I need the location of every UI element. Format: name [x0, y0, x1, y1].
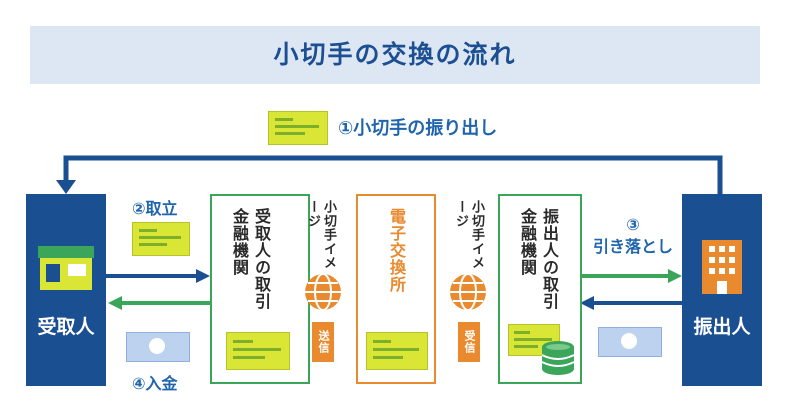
check-icon	[366, 332, 428, 370]
globe-icon	[450, 273, 486, 311]
page-title: 小切手の交換の流れ	[273, 40, 517, 69]
debit-arrowhead	[668, 269, 682, 283]
drawer-panel: 振出人	[682, 194, 762, 386]
check-icon	[132, 222, 190, 256]
title-banner: 小切手の交換の流れ	[30, 26, 760, 84]
payee-bank-label: 受取人の取引金融機関	[230, 208, 271, 310]
step-debit-label: ③ 引き落とし	[592, 215, 673, 256]
receive-badge: 受信	[458, 322, 480, 362]
step-deposit-label: ④入金	[132, 374, 178, 393]
drawer-label: 振出人	[693, 316, 751, 338]
send-badge: 送信	[312, 322, 334, 362]
deposit-arrowhead	[108, 296, 122, 310]
step-issue-label: ①小切手の振り出し	[338, 118, 498, 139]
building-icon	[702, 240, 742, 294]
clearing-house-box: 電子交換所	[356, 194, 436, 384]
drawer-bank-label: 振出人の取引金融機関	[518, 208, 559, 310]
payee-panel: 受取人	[26, 194, 106, 386]
drawer-bank-box: 振出人の取引金融機関	[498, 194, 582, 384]
check-icon	[268, 111, 328, 145]
drawer-pay-arrowhead	[580, 296, 594, 310]
payee-bank-box: 受取人の取引金融機関	[210, 194, 310, 384]
cash-icon	[598, 327, 662, 357]
collect-arrowhead	[196, 269, 210, 283]
cash-icon	[126, 332, 190, 362]
database-icon	[541, 341, 575, 375]
image-label-right: 小切手イメージ	[453, 200, 484, 270]
store-icon	[38, 246, 94, 290]
issue-arrow	[63, 155, 723, 194]
image-label-left: 小切手イメージ	[305, 200, 336, 270]
check-icon	[226, 332, 290, 370]
payee-label: 受取人	[37, 316, 95, 338]
clearing-house-label: 電子交換所	[387, 208, 406, 293]
issue-arrowhead	[56, 180, 76, 194]
globe-icon	[305, 273, 341, 311]
step-collect-label: ②取立	[132, 199, 178, 218]
